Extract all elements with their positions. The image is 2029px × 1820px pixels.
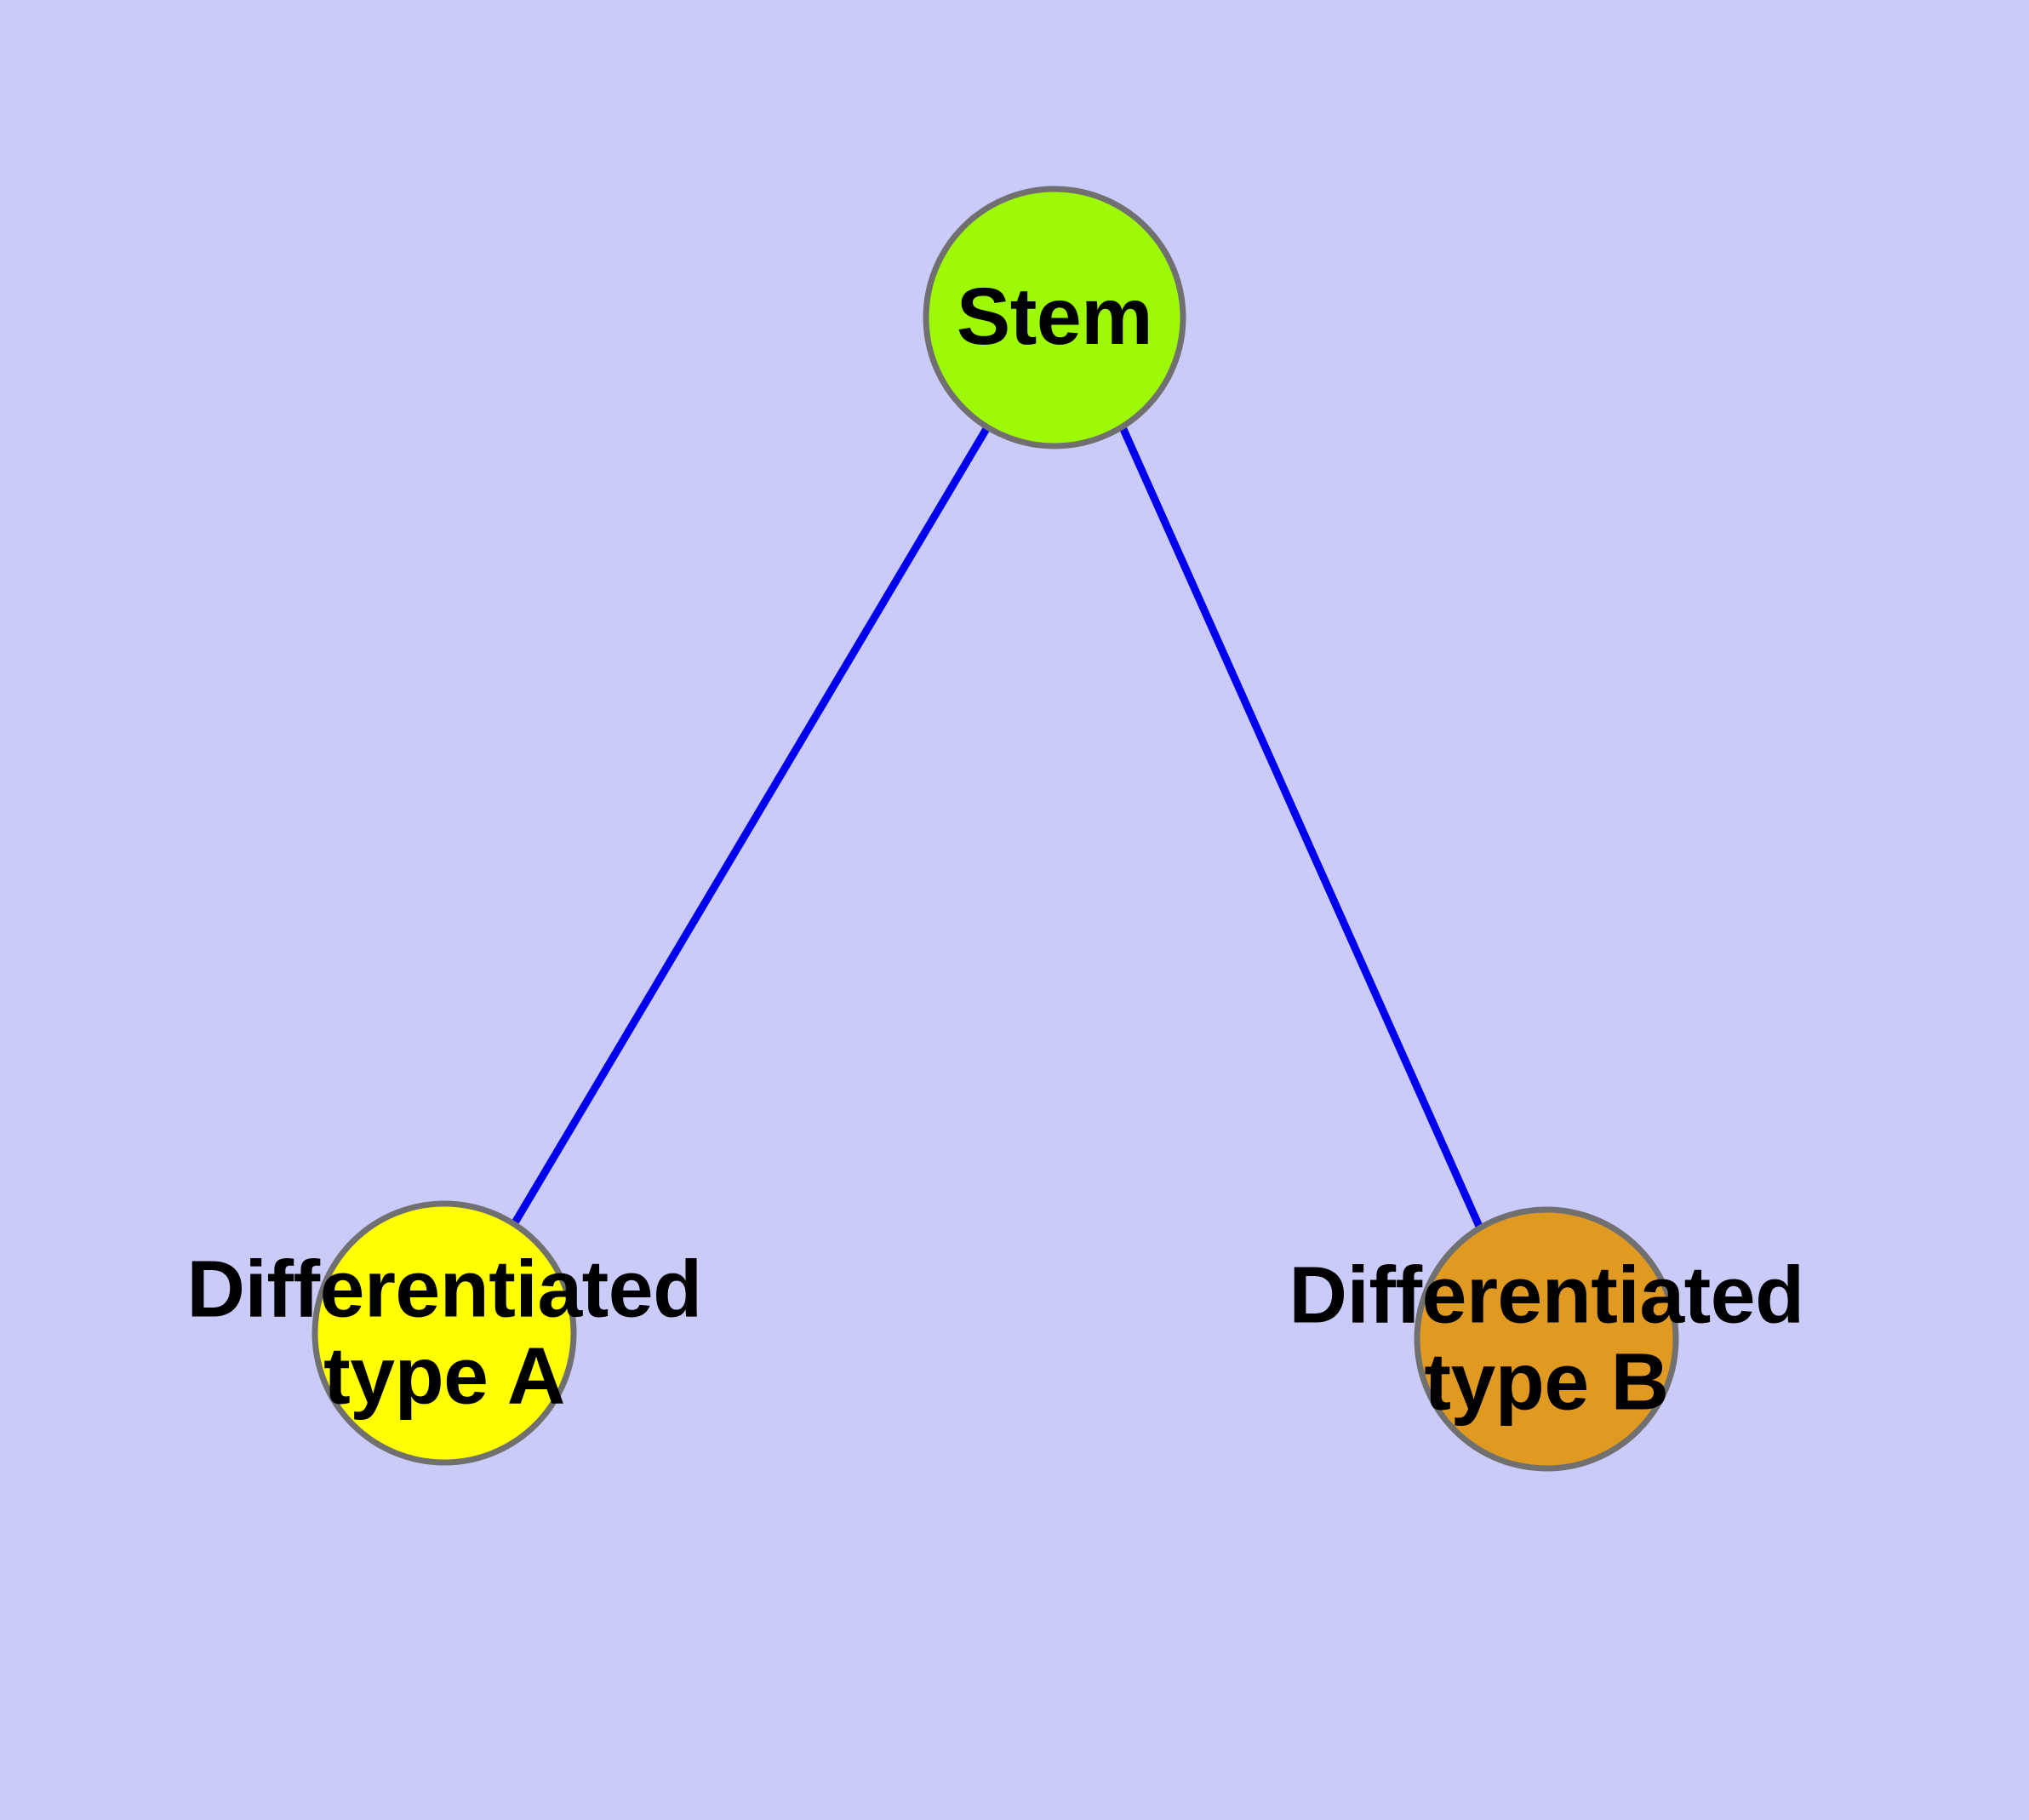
edges-group <box>511 425 1485 1232</box>
node-diff-a[interactable] <box>311 1200 577 1466</box>
edge-stem-to-b[interactable] <box>1118 426 1485 1232</box>
edge-stem-to-a[interactable] <box>511 425 991 1227</box>
node-diff-b[interactable] <box>1414 1206 1679 1472</box>
node-stem[interactable] <box>923 186 1186 449</box>
nodes-group <box>311 186 1679 1472</box>
